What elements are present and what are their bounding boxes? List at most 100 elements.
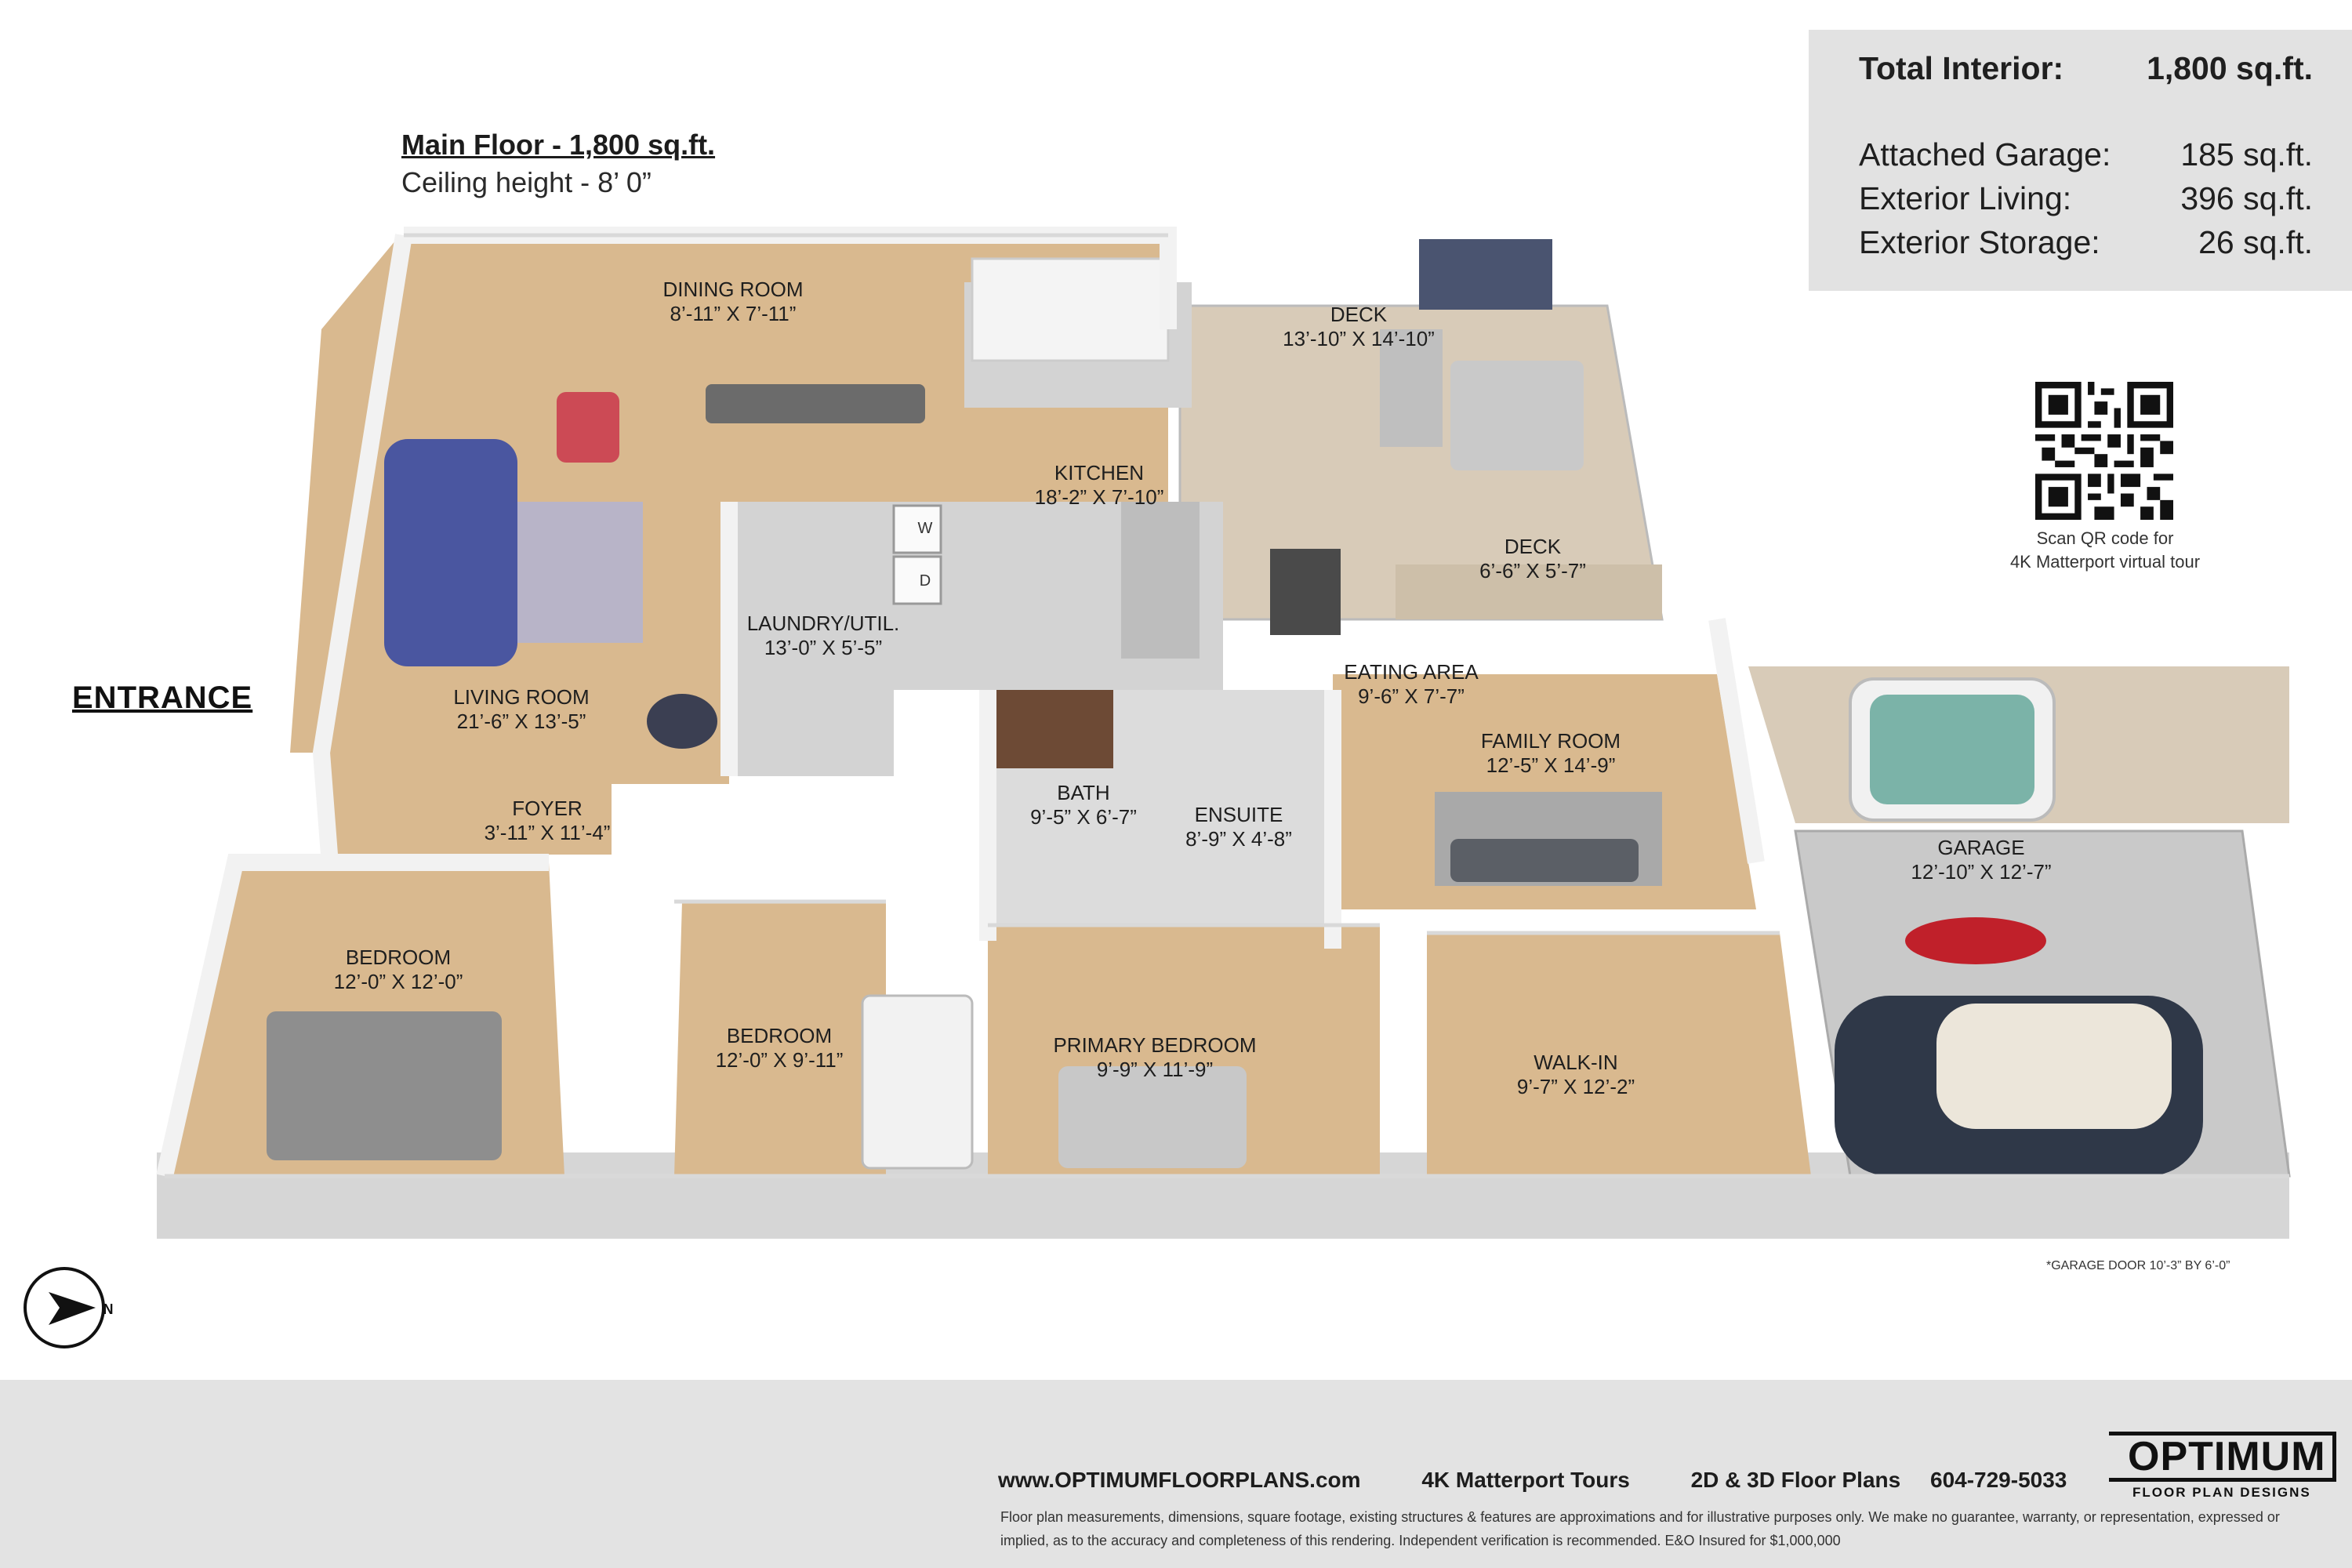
- room-name: WALK-IN: [1534, 1051, 1618, 1074]
- bedroom-middle-floor: [674, 902, 886, 1176]
- living-beanbag: [647, 694, 717, 749]
- footer-plans: 2D & 3D Floor Plans: [1690, 1468, 1901, 1492]
- room-label-bath: BATH 9’-5” X 6’-7”: [1030, 781, 1137, 829]
- entrance-label: ENTRANCE: [72, 681, 253, 715]
- washer: [892, 504, 942, 554]
- room-name: GARAGE: [1937, 836, 2025, 859]
- room-name: ENSUITE: [1194, 803, 1283, 826]
- summary-label: Exterior Living:: [1859, 180, 2072, 216]
- room-name: DINING ROOM: [662, 278, 804, 301]
- room-name: KITCHEN: [1054, 461, 1145, 485]
- room-dims: 8’-11” X 7’-11”: [670, 302, 797, 325]
- bed-middle: [861, 994, 974, 1170]
- garage-car-roof: [1936, 1004, 2172, 1129]
- kitchen-cabinets: [971, 257, 1170, 362]
- room-dims: 12’-0” X 9’-11”: [715, 1048, 844, 1072]
- summary-value: 1,800 sq.ft.: [2147, 50, 2313, 86]
- room-dims: 9’-7” X 12’-2”: [1516, 1075, 1635, 1098]
- room-name: FAMILY ROOM: [1480, 729, 1621, 753]
- room-label-living: LIVING ROOM 21’-6” X 13’-5”: [453, 685, 589, 734]
- living-sofa: [384, 439, 517, 666]
- floor-title-block: Main Floor - 1,800 sq.ft. Ceiling height…: [401, 129, 715, 199]
- qr-caption-line1: Scan QR code for: [2036, 528, 2174, 548]
- room-label-garage: GARAGE 12’-10” X 12’-7”: [1911, 836, 2051, 884]
- family-east-wall: [1708, 618, 1765, 864]
- room-dims: 12’-0” X 12’-0”: [333, 970, 463, 993]
- footer-bar: www.OPTIMUMFLOORPLANS.com 4K Matterport …: [0, 1380, 2352, 1568]
- bedroom-wall: [156, 854, 549, 1178]
- room-dims: 18’-2” X 7’-10”: [1034, 485, 1164, 509]
- qr-caption: Scan QR code for 4K Matterport virtual t…: [1976, 527, 2234, 574]
- room-label-family: FAMILY ROOM 12’-5” X 14’-9”: [1481, 729, 1621, 778]
- summary-row-garage: Attached Garage: 185 sq.ft.: [1859, 136, 2313, 173]
- footer-phone[interactable]: 604-729-5033: [1930, 1468, 2067, 1492]
- bed-left: [267, 1011, 502, 1160]
- room-label-primary-bedroom: PRIMARY BEDROOM 9’-9” X 11’-9”: [1053, 1033, 1256, 1082]
- room-dims: 13’-10” X 14’-10”: [1283, 327, 1435, 350]
- room-name: BEDROOM: [345, 946, 452, 969]
- room-dims: 9’-9” X 11’-9”: [1096, 1058, 1214, 1081]
- living-rug: [517, 502, 643, 643]
- room-label-walk-in: WALK-IN 9’-7” X 12’-2”: [1517, 1051, 1635, 1099]
- footer-tours: 4K Matterport Tours: [1421, 1468, 1630, 1492]
- room-name: BEDROOM: [726, 1024, 833, 1047]
- logo-tagline: FLOOR PLAN DESIGNS: [2132, 1485, 2311, 1500]
- footer-contact-line: www.OPTIMUMFLOORPLANS.com 4K Matterport …: [998, 1468, 2067, 1493]
- footer-disclaimer: Floor plan measurements, dimensions, squ…: [1000, 1509, 2280, 1548]
- room-name: DECK: [1504, 535, 1562, 558]
- room-label-bedroom-1: BEDROOM 12’-0” X 12’-0”: [334, 946, 463, 994]
- room-name: EATING AREA: [1344, 660, 1479, 684]
- bbq-grill: [1419, 239, 1552, 310]
- west-wall: [312, 234, 412, 855]
- summary-label: Total Interior:: [1859, 50, 2064, 86]
- room-label-eating: EATING AREA 9’-6” X 7’-7”: [1344, 660, 1478, 709]
- room-label-ensuite: ENSUITE 8’-9” X 4’-8”: [1185, 803, 1292, 851]
- room-name: DECK: [1330, 303, 1388, 326]
- room-dims: 21’-6” X 13’-5”: [456, 710, 586, 733]
- room-dims: 12’-10” X 12’-7”: [1911, 860, 2052, 884]
- logo-wordmark: OPTIMUM: [2109, 1432, 2336, 1482]
- optimum-logo: OPTIMUM FLOOR PLAN DESIGNS: [2109, 1432, 2336, 1501]
- summary-label: Exterior Storage:: [1859, 224, 2100, 260]
- deck-sofa: [1450, 361, 1584, 470]
- dining-table: [706, 384, 925, 423]
- dryer: [892, 555, 942, 605]
- footer-website-link[interactable]: www.OPTIMUMFLOORPLANS.com: [998, 1468, 1361, 1492]
- summary-row-exterior-living: Exterior Living: 396 sq.ft.: [1859, 180, 2313, 217]
- room-name: FOYER: [512, 797, 583, 820]
- summary-label: Attached Garage:: [1859, 136, 2111, 172]
- summary-value: 185 sq.ft.: [2180, 136, 2313, 172]
- summary-row-exterior-storage: Exterior Storage: 26 sq.ft.: [1859, 224, 2313, 261]
- dryer-label: D: [920, 572, 931, 590]
- summary-value: 26 sq.ft.: [2198, 224, 2313, 260]
- summary-value: 396 sq.ft.: [2180, 180, 2313, 216]
- area-summary-panel: Total Interior: 1,800 sq.ft. Attached Ga…: [1809, 30, 2352, 291]
- room-name: LAUNDRY/UTIL.: [746, 612, 900, 635]
- living-armchair: [557, 392, 619, 463]
- room-label-foyer: FOYER 3’-11” X 11’-4”: [485, 797, 611, 845]
- room-label-bedroom-2: BEDROOM 12’-0” X 9’-11”: [716, 1024, 844, 1073]
- summary-row-total: Total Interior: 1,800 sq.ft.: [1859, 50, 2313, 87]
- room-dims: 12’-5” X 14’-9”: [1486, 753, 1616, 777]
- garage-door-note: *GARAGE DOOR 10’-3” BY 6’-0”: [2046, 1259, 2230, 1272]
- garage-motorcycle: [1905, 917, 2046, 964]
- hot-tub-water: [1870, 695, 2034, 804]
- compass-north-letter: N: [103, 1301, 114, 1317]
- room-name: PRIMARY BEDROOM: [1053, 1033, 1257, 1057]
- family-sofa: [1450, 839, 1639, 882]
- room-dims: 9’-5” X 6’-7”: [1030, 805, 1137, 829]
- bath-vanity: [996, 690, 1113, 768]
- room-dims: 3’-11” X 11’-4”: [484, 821, 611, 844]
- room-dims: 9’-6” X 7’-7”: [1358, 684, 1465, 708]
- room-name: LIVING ROOM: [453, 685, 590, 709]
- qr-code-icon[interactable]: [2035, 382, 2173, 520]
- room-dims: 6’-6” X 5’-7”: [1479, 559, 1586, 583]
- room-label-deck-small: DECK 6’-6” X 5’-7”: [1479, 535, 1586, 583]
- kitchen-island: [1121, 502, 1200, 659]
- room-label-laundry: LAUNDRY/UTIL. 13’-0” X 5’-5”: [747, 612, 900, 660]
- room-name: BATH: [1057, 781, 1110, 804]
- deck-steps: [1396, 564, 1662, 619]
- bed-primary: [1058, 1066, 1247, 1168]
- floor-title: Main Floor - 1,800 sq.ft.: [401, 129, 716, 161]
